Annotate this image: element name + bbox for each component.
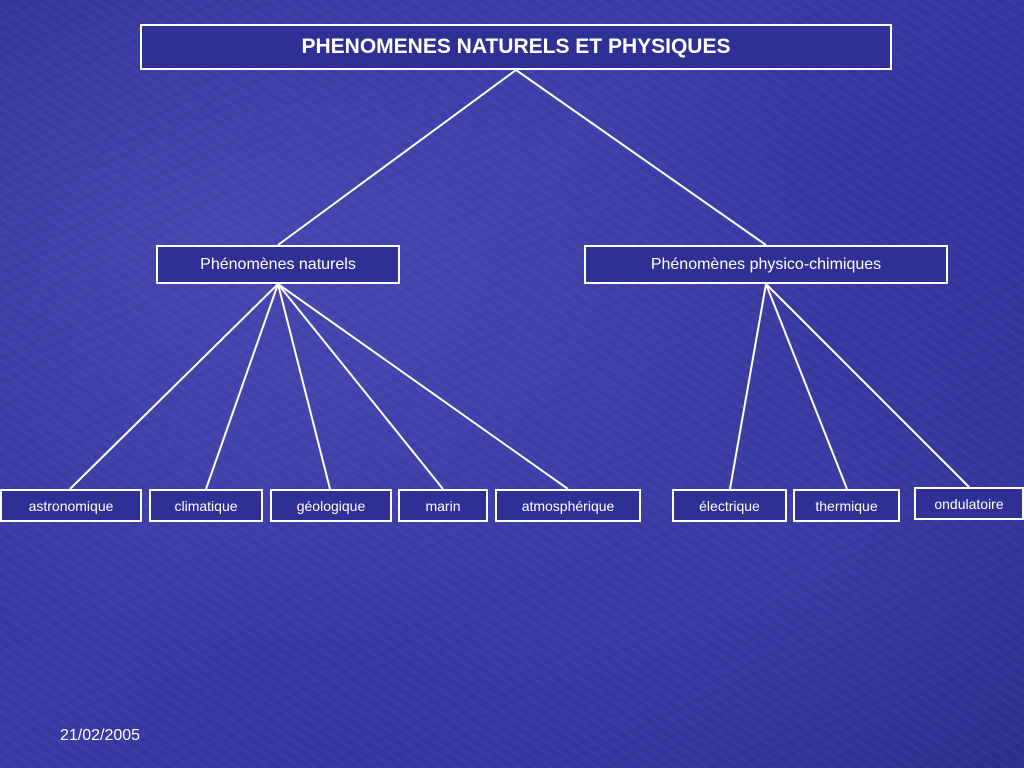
leaf-label: marin xyxy=(425,497,461,514)
connector-physico-thermique xyxy=(765,283,848,490)
connector-naturels-atmospherique xyxy=(277,283,569,490)
leaf-label: électrique xyxy=(699,497,760,514)
leaf-node-electrique: électrique xyxy=(672,489,787,522)
slide-date: 21/02/2005 xyxy=(60,727,141,744)
connector-naturels-geologique xyxy=(277,283,331,490)
branch-label-naturels: Phénomènes naturels xyxy=(200,255,356,273)
branch-node-physico-chimiques: Phénomènes physico-chimiques xyxy=(584,245,948,284)
leaf-label: ondulatoire xyxy=(934,495,1004,512)
leaf-label: astronomique xyxy=(28,497,114,514)
connector-naturels-climatique xyxy=(205,283,279,490)
leaf-node-ondulatoire: ondulatoire xyxy=(914,487,1024,520)
leaf-label: thermique xyxy=(815,497,878,514)
connector-physico-electrique xyxy=(729,283,767,490)
leaf-node-climatique: climatique xyxy=(149,489,263,522)
leaf-label: atmosphérique xyxy=(521,497,615,514)
leaf-node-atmospherique: atmosphérique xyxy=(495,489,641,522)
leaf-label: climatique xyxy=(174,497,238,514)
leaf-node-geologique: géologique xyxy=(270,489,392,522)
branch-node-naturels: Phénomènes naturels xyxy=(156,245,400,284)
root-node: PHENOMENES NATURELS ET PHYSIQUES xyxy=(140,24,892,70)
connector-naturels-marin xyxy=(277,283,444,490)
connector-root-naturels xyxy=(277,69,517,246)
leaf-node-marin: marin xyxy=(398,489,488,522)
branch-label-physico-chimiques: Phénomènes physico-chimiques xyxy=(650,255,882,273)
leaf-label: géologique xyxy=(296,497,366,514)
leaf-node-astronomique: astronomique xyxy=(0,489,142,522)
leaf-node-thermique: thermique xyxy=(793,489,900,522)
connector-naturels-astronomique xyxy=(69,283,279,490)
connector-root-physico xyxy=(515,69,767,246)
root-label: PHENOMENES NATURELS ET PHYSIQUES xyxy=(301,35,731,58)
connector-physico-ondulatoire xyxy=(765,283,970,488)
